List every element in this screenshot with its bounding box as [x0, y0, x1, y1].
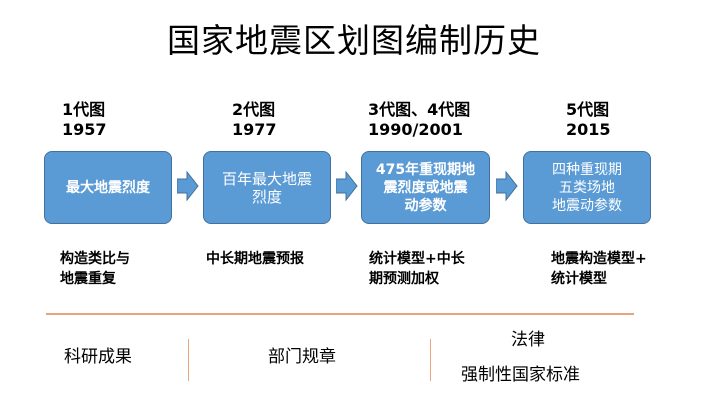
generation-3-4-box: 475年重现期地 震烈度或地震 动参数: [361, 151, 490, 224]
category-research-results: 科研成果: [64, 347, 132, 367]
generation-1-box: 最大地震烈度: [44, 151, 172, 224]
generation-2-method: 中长期地震预报: [206, 249, 304, 269]
method-line: 统计模型: [551, 271, 607, 287]
box-line: 动参数: [404, 197, 447, 214]
method-line: 期预测加权: [369, 271, 439, 287]
generation-5-box: 四种重现期 五类场地 地震动参数: [523, 151, 651, 224]
generation-3-4-method: 统计模型+中长 期预测加权: [369, 249, 465, 289]
generation-year: 2015: [566, 120, 611, 139]
generation-year: 1957: [62, 120, 107, 139]
category-mandatory-national-standard: 强制性国家标准: [461, 365, 580, 385]
box-line: 百年最大地震: [221, 169, 312, 188]
right-arrow-icon: [336, 171, 358, 201]
box-line: 最大地震烈度: [66, 179, 150, 196]
generation-1-method: 构造类比与 地震重复: [60, 249, 130, 289]
box-line: 烈度: [251, 187, 282, 206]
box-line: 地震动参数: [552, 197, 622, 214]
generation-label: 3代图、4代图: [368, 100, 471, 119]
box-line: 震烈度或地震: [383, 179, 468, 196]
vertical-divider: [188, 339, 189, 381]
box-line: 475年重现期地: [375, 161, 476, 178]
generation-label: 1代图: [62, 100, 106, 119]
method-line: 统计模型+中长: [369, 251, 465, 267]
method-line: 地震重复: [60, 271, 116, 287]
generation-3-4-header: 3代图、4代图 1990/2001: [368, 100, 470, 140]
page-title: 国家地震区划图编制历史: [167, 21, 541, 60]
horizontal-divider: [46, 313, 634, 315]
generation-label: 5代图: [566, 100, 610, 119]
generation-5-header: 5代图 2015: [566, 100, 611, 140]
generation-year: 1990/2001: [368, 120, 463, 139]
method-line: 中长期地震预报: [206, 251, 304, 267]
category-department-regulations: 部门规章: [268, 347, 336, 367]
generation-5-method: 地震构造模型+ 统计模型: [551, 249, 647, 289]
box-line: 五类场地: [559, 179, 615, 196]
generation-2-header: 2代图 1977: [232, 100, 277, 140]
method-line: 构造类比与: [60, 251, 130, 267]
box-line: 四种重现期: [552, 161, 622, 178]
category-law: 法律: [511, 330, 545, 350]
generation-1-header: 1代图 1957: [62, 100, 107, 140]
right-arrow-icon: [177, 171, 199, 201]
generation-label: 2代图: [232, 100, 276, 119]
method-line: 地震构造模型+: [551, 251, 647, 267]
vertical-divider: [430, 339, 431, 381]
generation-year: 1977: [232, 120, 277, 139]
right-arrow-icon: [496, 171, 518, 201]
generation-2-box: 百年最大地震 烈度: [203, 151, 331, 224]
